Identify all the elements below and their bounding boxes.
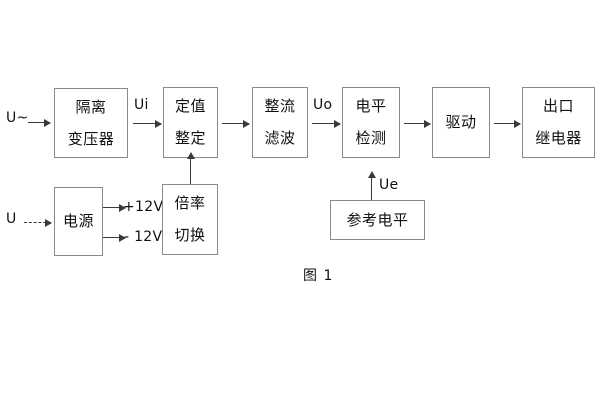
block-power-supply: 电源 (54, 187, 103, 256)
figure-caption: 图 1 (303, 268, 334, 284)
arrow-input-ac-to-isolation-transformer (28, 118, 51, 127)
block-multiplier-switch: 倍率 切换 (162, 184, 218, 255)
block-output-relay-line-2: 继电器 (535, 129, 582, 147)
block-rectify-filter: 整流 滤波 (252, 87, 308, 158)
block-level-detection-line-2: 检测 (355, 129, 387, 147)
block-multiplier-switch-line-1: 倍率 (174, 194, 206, 212)
arrow-isolation-transformer-to-setting-value (133, 119, 162, 128)
arrow-multiplier-switch-to-setting-value (186, 152, 195, 184)
block-drive-line-1: 驱动 (445, 113, 477, 131)
block-output-relay: 出口 继电器 (522, 87, 595, 158)
signal-label-ui: Ui (134, 97, 149, 113)
input-ac-label: U~ (6, 110, 29, 126)
block-rectify-filter-line-1: 整流 (264, 97, 296, 115)
arrow-rail-positive (103, 203, 126, 212)
block-setting-value-line-2: 整定 (174, 129, 206, 147)
block-power-supply-line-1: 电源 (62, 212, 94, 230)
arrow-reference-level-to-level-detection (367, 171, 376, 200)
arrow-rail-negative (103, 233, 126, 242)
block-reference-level-line-1: 参考电平 (346, 210, 409, 229)
arrow-setting-value-to-rectify-filter (222, 119, 250, 128)
rail-positive-label: +12V (123, 199, 164, 215)
signal-label-ue: Ue (379, 177, 399, 193)
signal-label-uo: Uo (313, 97, 333, 113)
rail-negative-label: - 12V (124, 229, 163, 245)
block-output-relay-line-1: 出口 (542, 97, 574, 115)
block-setting-value: 定值 整定 (163, 87, 218, 158)
block-isolation-transformer-line-2: 变压器 (67, 129, 115, 148)
block-isolation-transformer-line-1: 隔离 (75, 97, 107, 116)
arrow-rectify-filter-to-level-detection (312, 119, 341, 128)
block-isolation-transformer: 隔离 变压器 (54, 88, 128, 158)
block-multiplier-switch-line-2: 切换 (174, 226, 206, 244)
arrow-level-detection-to-drive (404, 119, 431, 128)
block-drive: 驱动 (432, 87, 490, 158)
block-reference-level: 参考电平 (330, 200, 425, 240)
arrow-input-dc-to-power-supply (24, 218, 52, 227)
block-level-detection: 电平 检测 (342, 87, 400, 158)
block-setting-value-line-1: 定值 (174, 97, 206, 115)
block-level-detection-line-1: 电平 (355, 97, 387, 115)
arrow-drive-to-output-relay (494, 119, 521, 128)
input-dc-label: U (6, 211, 17, 227)
block-rectify-filter-line-2: 滤波 (264, 129, 296, 147)
